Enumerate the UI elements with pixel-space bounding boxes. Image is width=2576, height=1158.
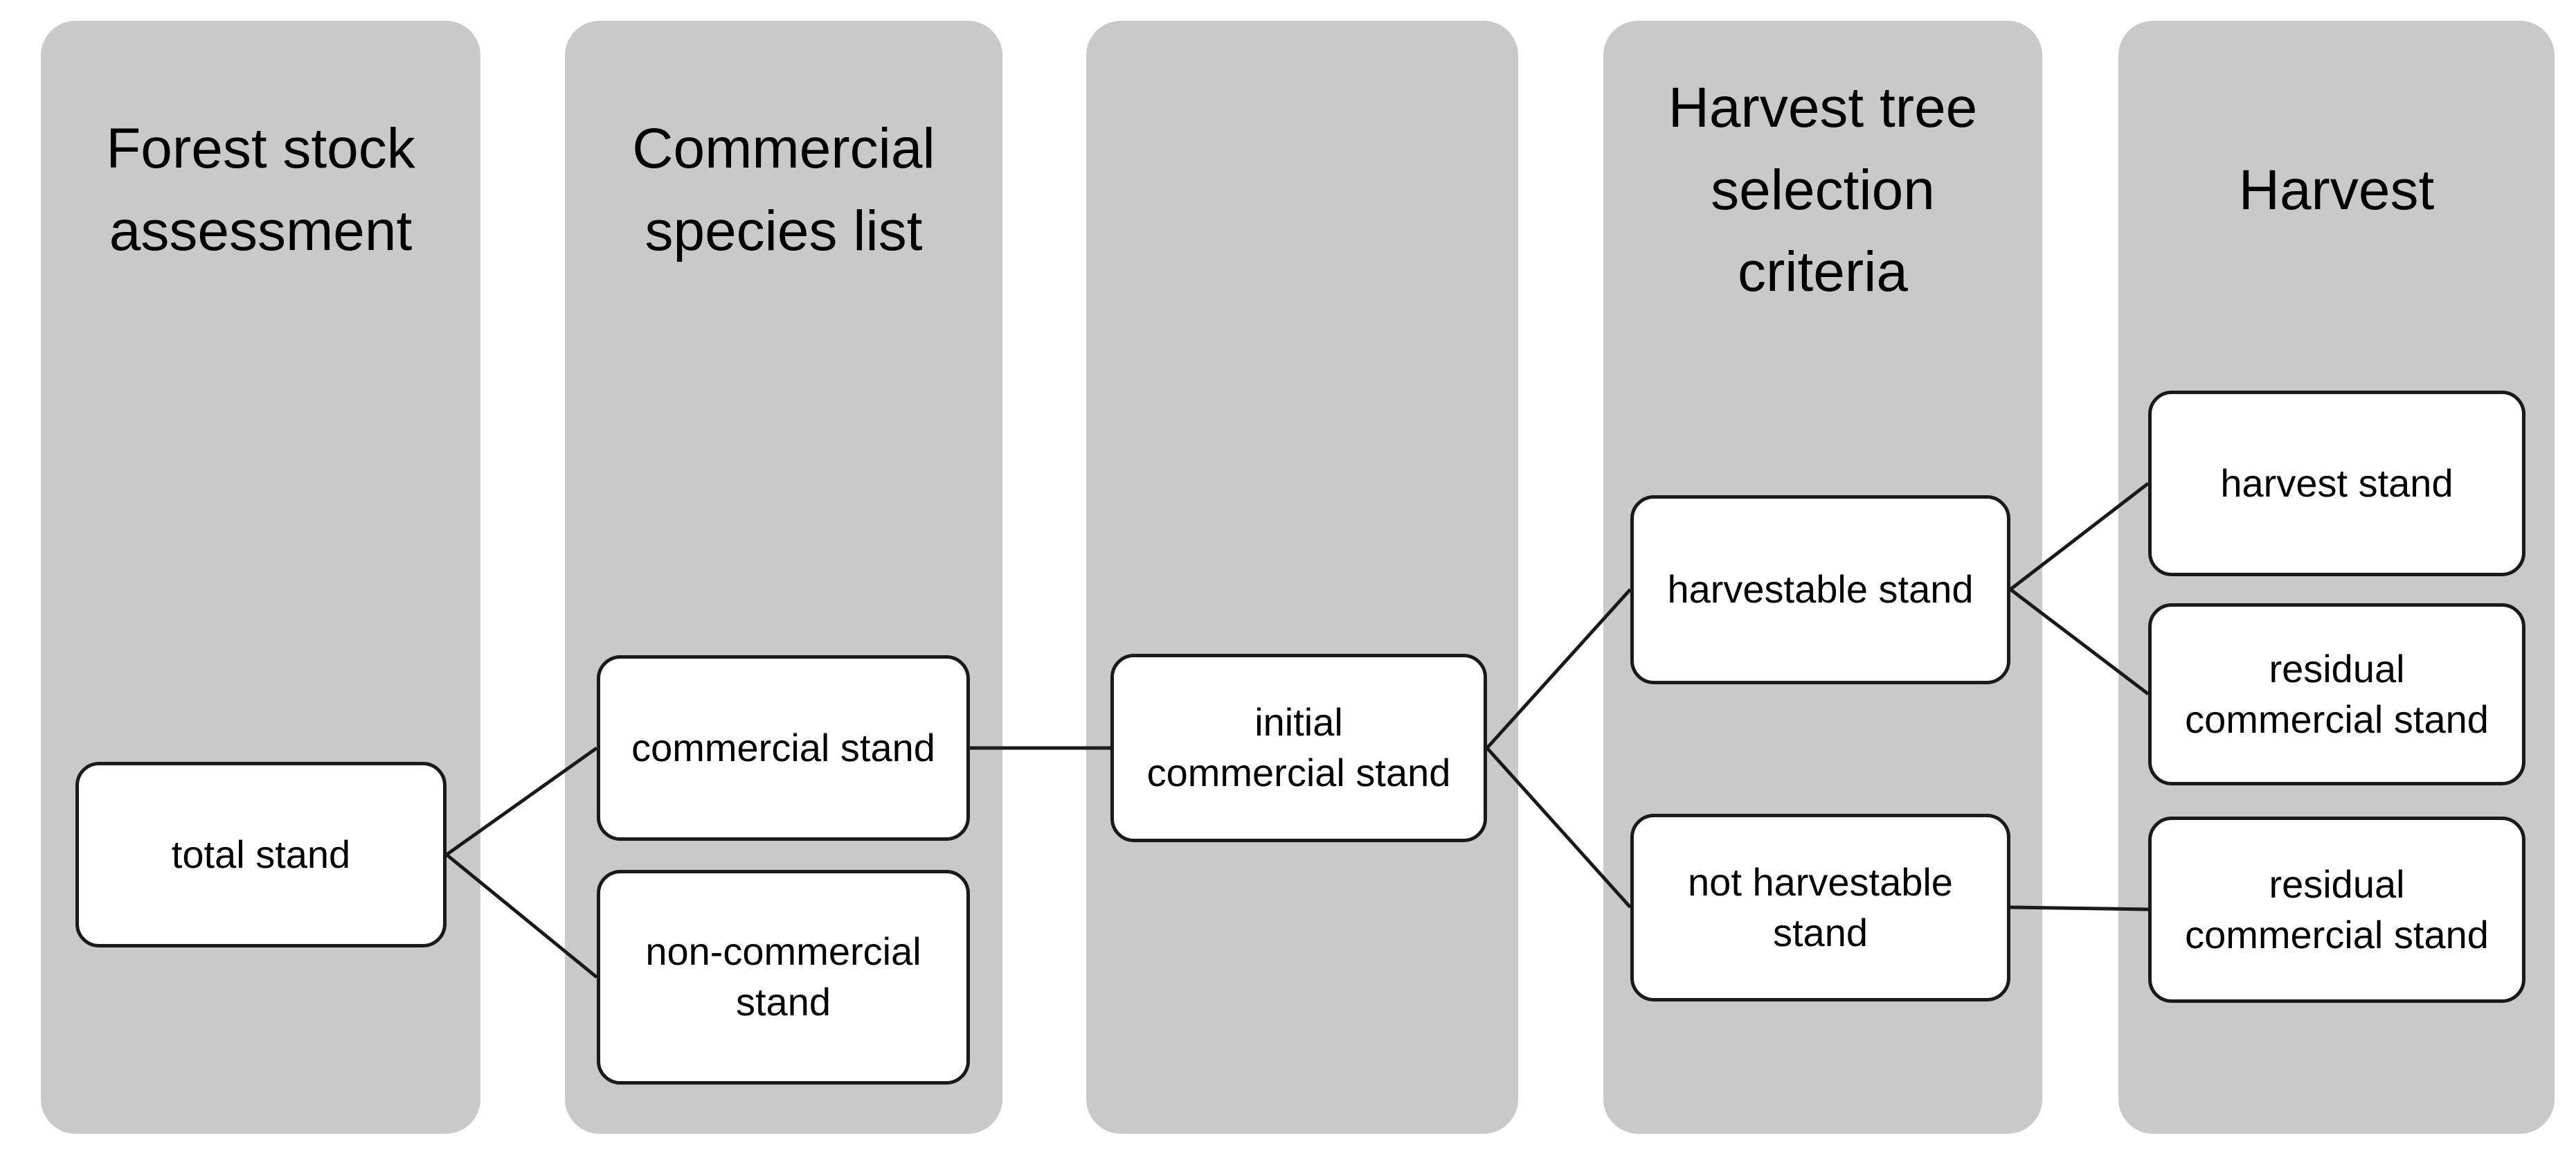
column-header-harvest: Harvest (2238, 158, 2435, 222)
column-header-harvest-tree-selection-criteria: Harvest tree selection criteria (1668, 75, 1978, 304)
edge-harvestable-to-residual1 (2009, 588, 2150, 695)
node-residual-commercial-stand-lower: residual commercial stand (2148, 817, 2525, 1003)
node-residual-commercial-stand-upper: residual commercial stand (2148, 603, 2525, 785)
column-panel-unlabeled (1086, 21, 1518, 1134)
node-commercial-stand: commercial stand (597, 655, 970, 841)
node-initial-commercial-stand: initial commercial stand (1110, 654, 1487, 842)
edge-initial-to-notharvestable (1486, 747, 1632, 909)
edge-harvestable-to-harveststand (2009, 482, 2150, 591)
node-harvestable-stand: harvestable stand (1630, 495, 2010, 684)
column-panel-forest-stock-assessment: Forest stock assessment (41, 21, 480, 1134)
node-total-stand: total stand (75, 762, 447, 947)
edge-total-to-noncommercial (445, 853, 598, 979)
edge-notharvestable-to-residual2 (2010, 905, 2149, 911)
edge-total-to-commercial (445, 746, 598, 857)
column-header-forest-stock-assessment: Forest stock assessment (106, 117, 415, 262)
edge-initial-to-harvestable (1486, 588, 1632, 749)
node-harvest-stand: harvest stand (2148, 391, 2525, 576)
node-not-harvestable-stand: not harvestable stand (1630, 814, 2010, 1001)
column-header-commercial-species-list: Commercial species list (632, 117, 935, 262)
node-non-commercial-stand: non-commercial stand (597, 870, 970, 1085)
